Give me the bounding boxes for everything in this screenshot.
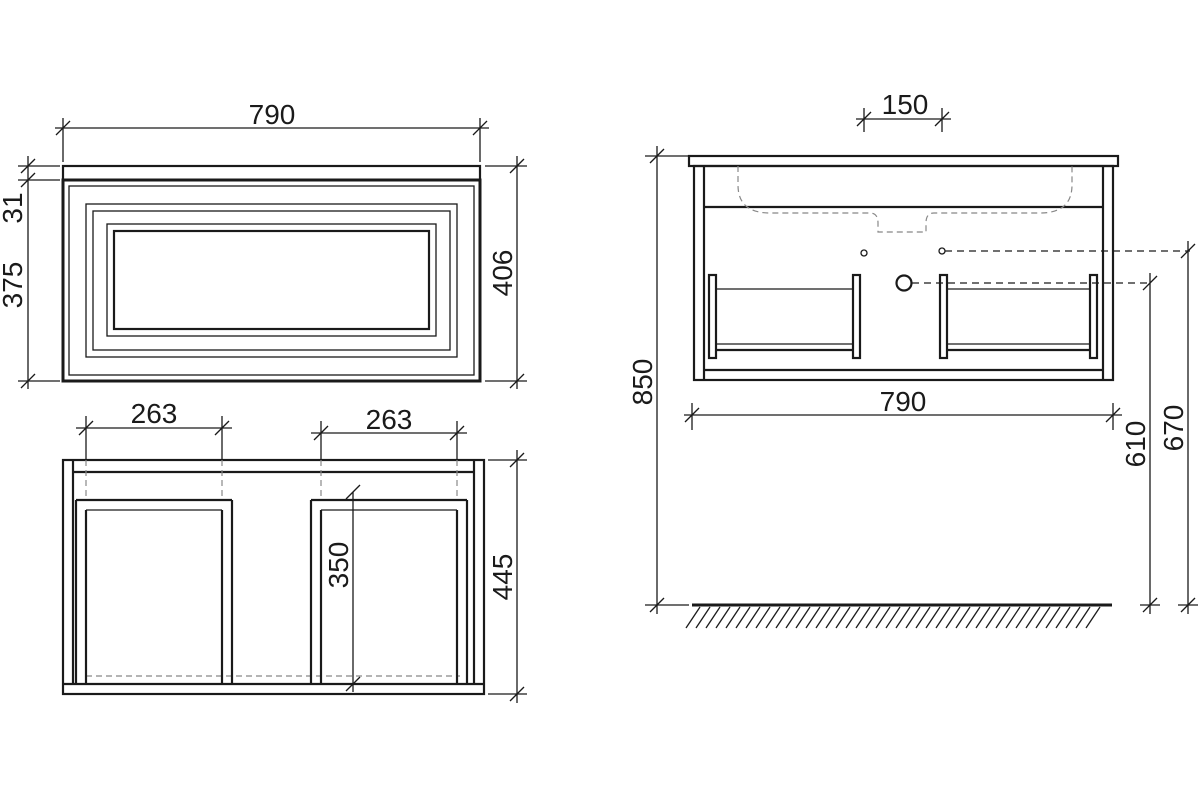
side-left-drawer bbox=[707, 273, 862, 360]
dim-front-left: 31 375 bbox=[0, 156, 60, 389]
dim-open-inner-height: 350 bbox=[323, 484, 361, 692]
floor-hatch-line bbox=[835, 606, 851, 629]
floor-hatch-line bbox=[895, 606, 911, 629]
dim-label-side-total-height: 850 bbox=[627, 359, 658, 406]
floor-hatch-line bbox=[1015, 606, 1031, 629]
floor-hatch-line bbox=[945, 606, 961, 629]
floor-hatch-line bbox=[905, 606, 921, 629]
dim-side-drain-spacing: 150 bbox=[856, 89, 951, 132]
dim-side-drain-height: 610 bbox=[1120, 273, 1160, 614]
dim-label-front-width: 790 bbox=[249, 99, 296, 130]
drawer-frame-middle-inner bbox=[92, 210, 451, 351]
cabinet-body bbox=[61, 458, 486, 696]
floor-hatch-line bbox=[685, 606, 701, 629]
floor-hatch-line bbox=[885, 606, 901, 629]
dim-side-total-height: 850 bbox=[627, 146, 689, 614]
dim-label-right-drawer-width: 263 bbox=[366, 404, 413, 435]
floor-hatch-line bbox=[745, 606, 761, 629]
floor-hatch-line bbox=[795, 606, 811, 629]
floor-hatch-line bbox=[825, 606, 841, 629]
floor-hatch-line bbox=[1075, 606, 1091, 629]
drawer-front bbox=[61, 178, 482, 383]
floor-hatch-line bbox=[865, 606, 881, 629]
basin-outline bbox=[737, 166, 1073, 233]
floor-hatch-line bbox=[845, 606, 861, 629]
drawer-frame-outer bbox=[68, 185, 475, 376]
dim-label-drawer-height: 375 bbox=[0, 262, 28, 309]
floor-hatch-line bbox=[1055, 606, 1071, 629]
floor-hatch-line bbox=[1025, 606, 1041, 629]
floor-hatch-line bbox=[965, 606, 981, 629]
floor-hatch-line bbox=[1065, 606, 1081, 629]
drawer-frame-middle bbox=[85, 203, 458, 358]
floor-hatch-line bbox=[775, 606, 791, 629]
floor-hatch-line bbox=[805, 606, 821, 629]
floor-hatch-line bbox=[1085, 606, 1101, 629]
floor-hatch-line bbox=[975, 606, 991, 629]
floor-hatch-line bbox=[855, 606, 871, 629]
floor-hatch-line bbox=[935, 606, 951, 629]
dim-side-width: 790 bbox=[684, 386, 1122, 430]
drawer-panel-outer bbox=[106, 223, 437, 337]
side-cabinet-body bbox=[692, 164, 1115, 382]
right-drawer-box bbox=[309, 498, 469, 684]
floor-hatch-line bbox=[755, 606, 771, 629]
drawer-panel-inner bbox=[112, 229, 431, 331]
drain-point-left bbox=[860, 249, 868, 257]
drain-pipe bbox=[895, 274, 913, 292]
open-view bbox=[61, 458, 486, 696]
dim-label-side-width: 790 bbox=[880, 386, 927, 417]
side-view bbox=[685, 154, 1190, 629]
floor-hatch-line bbox=[995, 606, 1011, 629]
floor-line bbox=[685, 603, 1112, 629]
floor-hatch-line bbox=[765, 606, 781, 629]
side-countertop bbox=[687, 154, 1120, 168]
dim-open-total-height: 445 bbox=[487, 450, 527, 703]
floor-hatch-line bbox=[815, 606, 831, 629]
floor-hatch-line bbox=[1005, 606, 1021, 629]
dim-label-front-total-height: 406 bbox=[487, 250, 518, 297]
dim-front-right: 406 bbox=[485, 156, 527, 389]
floor-hatch-line bbox=[985, 606, 1001, 629]
dim-label-open-total-height: 445 bbox=[487, 554, 518, 601]
floor-hatch-line bbox=[715, 606, 731, 629]
floor-hatch-line bbox=[785, 606, 801, 629]
water-inlet bbox=[938, 247, 946, 255]
dim-open-right-width: 263 bbox=[311, 404, 467, 500]
front-view bbox=[61, 164, 482, 383]
dim-label-inlet-height: 670 bbox=[1158, 405, 1189, 452]
left-drawer-box bbox=[74, 498, 234, 684]
dim-label-top-thickness: 31 bbox=[0, 192, 28, 223]
dim-label-drain-spacing: 150 bbox=[882, 89, 929, 120]
dim-side-inlet-height: 670 bbox=[1158, 241, 1198, 614]
side-right-drawer bbox=[938, 273, 1099, 360]
floor-hatch-line bbox=[735, 606, 751, 629]
floor-hatch-line bbox=[1035, 606, 1051, 629]
dim-label-inner-height: 350 bbox=[323, 542, 354, 589]
dim-front-width: 790 bbox=[55, 99, 489, 162]
floor-hatch-line bbox=[955, 606, 971, 629]
floor-hatch-line bbox=[725, 606, 741, 629]
floor-hatch-line bbox=[1045, 606, 1061, 629]
dim-label-drain-height: 610 bbox=[1120, 421, 1151, 468]
dim-label-left-drawer-width: 263 bbox=[131, 398, 178, 429]
floor-hatch-line bbox=[875, 606, 891, 629]
floor-hatch-line bbox=[705, 606, 721, 629]
floor-hatch-line bbox=[695, 606, 711, 629]
countertop bbox=[61, 164, 482, 182]
floor-hatch-line bbox=[915, 606, 931, 629]
floor-hatch-line bbox=[925, 606, 941, 629]
dim-open-left-width: 263 bbox=[76, 398, 232, 500]
